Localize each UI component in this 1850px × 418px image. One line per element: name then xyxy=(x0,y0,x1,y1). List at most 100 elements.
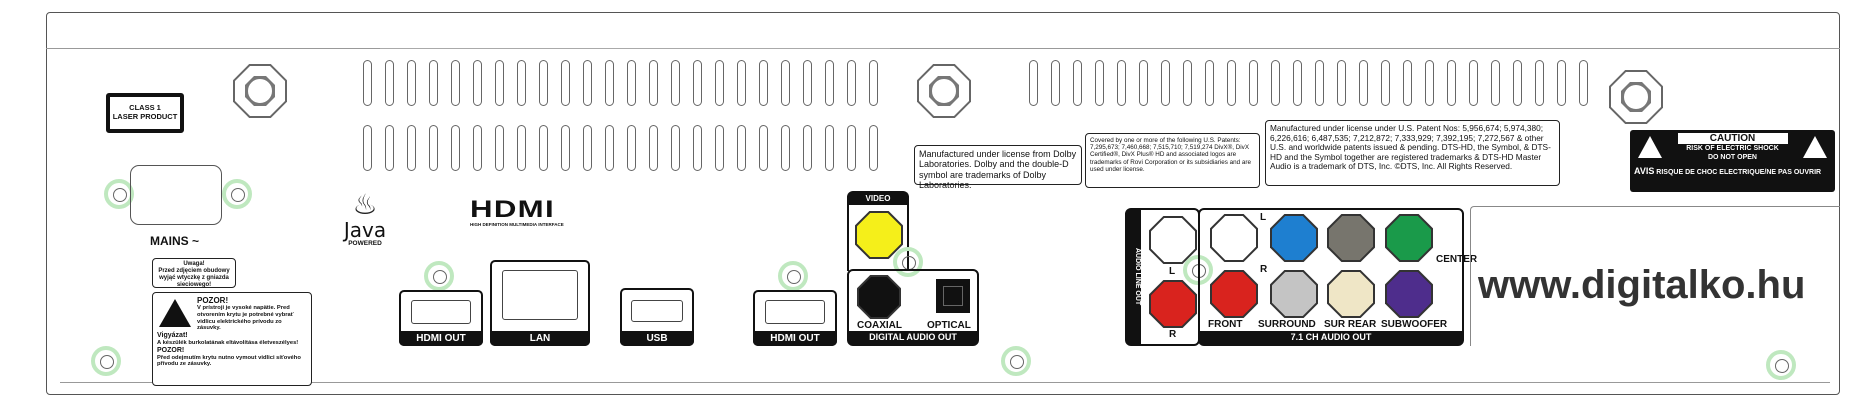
lan-port[interactable]: LAN xyxy=(490,260,590,346)
vent-slot xyxy=(363,125,372,171)
warning-text: Przed zdjęciem obudowy wyjąć wtyczkę z g… xyxy=(158,267,230,288)
screw xyxy=(222,179,252,209)
vent-slot xyxy=(627,60,636,106)
sur-rear-jack[interactable] xyxy=(1327,270,1375,318)
vent-slot xyxy=(671,60,680,106)
vent-slot xyxy=(1359,60,1368,106)
audio-l-jack[interactable] xyxy=(1149,216,1197,264)
caution-line3: RISQUE DE CHOC ELECTRIQUE/NE PAS OUVRIR xyxy=(1656,169,1822,176)
warning-title: POZOR! xyxy=(197,296,229,305)
vent-slot xyxy=(1117,60,1126,106)
hdmi-out-label: HDMI OUT xyxy=(753,331,837,346)
surround-r-jack[interactable] xyxy=(1270,270,1318,318)
warning-title: Uwaga! xyxy=(183,261,205,267)
center-jack[interactable] xyxy=(1385,214,1433,262)
dolby-license-label: Manufactured under license from Dolby La… xyxy=(914,145,1082,190)
rj45-socket xyxy=(502,270,578,320)
coaxial-label: COAXIAL xyxy=(857,320,902,331)
center-blue-jack[interactable] xyxy=(1270,214,1318,262)
sur-rear-label: SUR REAR xyxy=(1324,319,1377,330)
front-l-jack[interactable] xyxy=(1210,214,1258,262)
vent-slot xyxy=(561,60,570,106)
vent-slot xyxy=(495,60,504,106)
mains-label: MAINS ~ xyxy=(150,234,200,248)
laser-line2: LASER PRODUCT xyxy=(112,112,178,121)
vent-slot xyxy=(605,60,614,106)
java-cup-icon: ♨ xyxy=(352,189,378,220)
subwoofer-label: SUBWOOFER xyxy=(1381,319,1448,330)
vent-slot xyxy=(1513,60,1522,106)
caution-line1: RISK OF ELECTRIC SHOCK xyxy=(1686,145,1779,152)
vent-slot xyxy=(451,125,460,171)
hdmi-out-port-2[interactable]: HDMI OUT xyxy=(753,290,837,346)
vent-slot xyxy=(1469,60,1478,106)
hdmi-sub: HIGH DEFINITION MULTIMEDIA INTERFACE xyxy=(470,222,564,227)
device-rear-panel xyxy=(46,12,1840,395)
vent-slot xyxy=(627,125,636,171)
vent-slot xyxy=(715,60,724,106)
warning-text: A készülék burkolatának eltávolítása éle… xyxy=(157,339,299,346)
usb-label: USB xyxy=(620,331,694,346)
vent-slot xyxy=(649,125,658,171)
vent-slot xyxy=(1425,60,1434,106)
vent-slot xyxy=(429,125,438,171)
surround-l-jack[interactable] xyxy=(1327,214,1375,262)
mains-socket[interactable] xyxy=(130,165,222,225)
hdmi-out-port-1[interactable]: HDMI OUT xyxy=(399,290,483,346)
video-jack[interactable] xyxy=(855,211,903,259)
expansion-area xyxy=(1470,206,1840,346)
audio-r-jack[interactable] xyxy=(1149,280,1197,328)
vent-slot xyxy=(385,125,394,171)
vent-slot xyxy=(1491,60,1500,106)
coaxial-jack[interactable] xyxy=(857,275,901,319)
vent-slot xyxy=(429,60,438,106)
7-1-ch-audio-out-section: L R CENTER FRONT SURROUND SUR REAR SUBWO… xyxy=(1198,208,1477,346)
digital-audio-out-section: COAXIAL OPTICAL DIGITAL AUDIO OUT xyxy=(847,269,979,346)
vent-slot xyxy=(583,125,592,171)
warning-text: V prístroji je vysoké napätie. Pred otvo… xyxy=(197,305,294,332)
vent-slot xyxy=(847,60,856,106)
java-logo: ♨ Java POWERED xyxy=(340,189,390,248)
hdmi-socket xyxy=(765,300,825,324)
mount-nut xyxy=(1609,70,1663,124)
vent-slot xyxy=(539,125,548,171)
optical-port[interactable] xyxy=(936,279,970,313)
vent-slot xyxy=(561,125,570,171)
vent-slot xyxy=(1557,60,1566,106)
laser-class-label: CLASS 1 LASER PRODUCT xyxy=(106,93,184,133)
vent-slot xyxy=(803,125,812,171)
vent-slot xyxy=(1161,60,1170,106)
lan-label: LAN xyxy=(490,331,590,346)
digital-audio-out-label: DIGITAL AUDIO OUT xyxy=(849,331,977,344)
vent-slot xyxy=(517,60,526,106)
subwoofer-jack[interactable] xyxy=(1385,270,1433,318)
vent-slot xyxy=(1051,60,1060,106)
audio-line-out-label: AUDIO LINE OUT xyxy=(1127,210,1141,344)
vent-slot xyxy=(825,60,834,106)
vent-slot xyxy=(363,60,372,106)
warning-title: POZOR! xyxy=(157,346,185,354)
vent-slot xyxy=(495,125,504,171)
vent-slot xyxy=(385,60,394,106)
divx-license-label: Covered by one or more of the following … xyxy=(1085,133,1260,188)
warning-title: Vigyázat! xyxy=(157,331,188,339)
surround-label: SURROUND xyxy=(1258,319,1316,330)
vent-slot xyxy=(1183,60,1192,106)
front-r-jack[interactable] xyxy=(1210,270,1258,318)
vent-slot xyxy=(1029,60,1038,106)
mount-nut xyxy=(917,64,971,118)
screw xyxy=(778,261,808,291)
usb-port[interactable]: USB xyxy=(620,288,694,346)
vent-slot xyxy=(583,60,592,106)
vent-slot xyxy=(407,60,416,106)
vent-slot xyxy=(1073,60,1082,106)
vent-slot xyxy=(825,125,834,171)
front-label: FRONT xyxy=(1208,319,1243,330)
vent-slot xyxy=(1579,60,1588,106)
vent-slot xyxy=(1337,60,1346,106)
screw xyxy=(424,261,454,291)
vent-slot xyxy=(407,125,416,171)
vent-slot xyxy=(737,125,746,171)
warning-label-pl: Uwaga! Przed zdjęciem obudowy wyjąć wtyc… xyxy=(152,258,236,288)
vent-slot xyxy=(1271,60,1280,106)
